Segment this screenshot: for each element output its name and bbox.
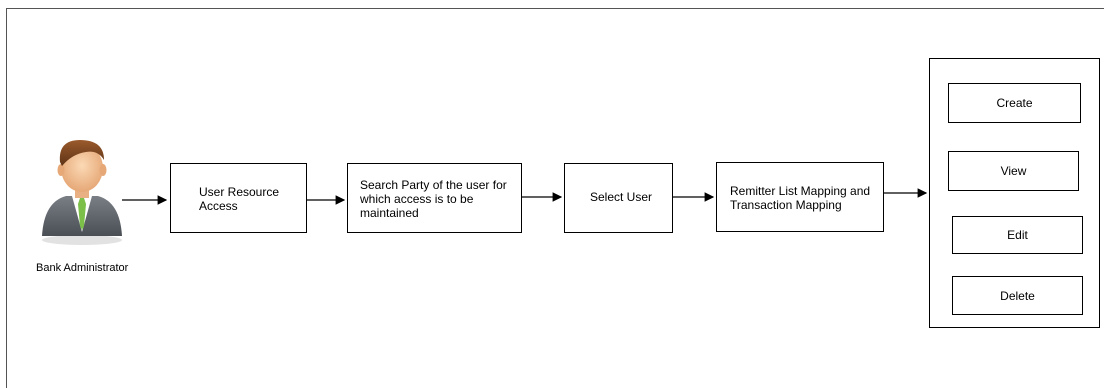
diagram-frame [6,8,1104,388]
step-search-party: Search Party of the user for which acces… [347,163,522,233]
step-remitter-transaction-mapping: Remitter List Mapping and Transaction Ma… [716,162,884,232]
action-label: Edit [1007,228,1028,242]
step-label: Remitter List Mapping and Transaction Ma… [730,184,871,212]
actor-label: Bank Administrator [36,262,129,274]
action-delete: Delete [952,276,1083,315]
action-label: View [1000,164,1027,178]
action-view: View [948,151,1079,191]
flow-diagram: Bank Administrator User Resource Access … [6,8,1104,388]
action-create: Create [948,83,1081,123]
step-label: User Resource Access [199,185,280,213]
step-select-user: Select User [564,163,673,233]
actions-group [929,58,1100,328]
user-avatar-icon [42,140,122,245]
action-label: Delete [1000,288,1035,303]
step-user-resource-access: User Resource Access [170,163,307,233]
action-edit: Edit [952,216,1083,254]
step-label: Select User [590,190,653,204]
action-label: Create [996,96,1033,110]
step-label: Search Party of the user for which acces… [360,178,507,220]
diagram-canvas [42,140,928,245]
connectors [122,188,928,205]
